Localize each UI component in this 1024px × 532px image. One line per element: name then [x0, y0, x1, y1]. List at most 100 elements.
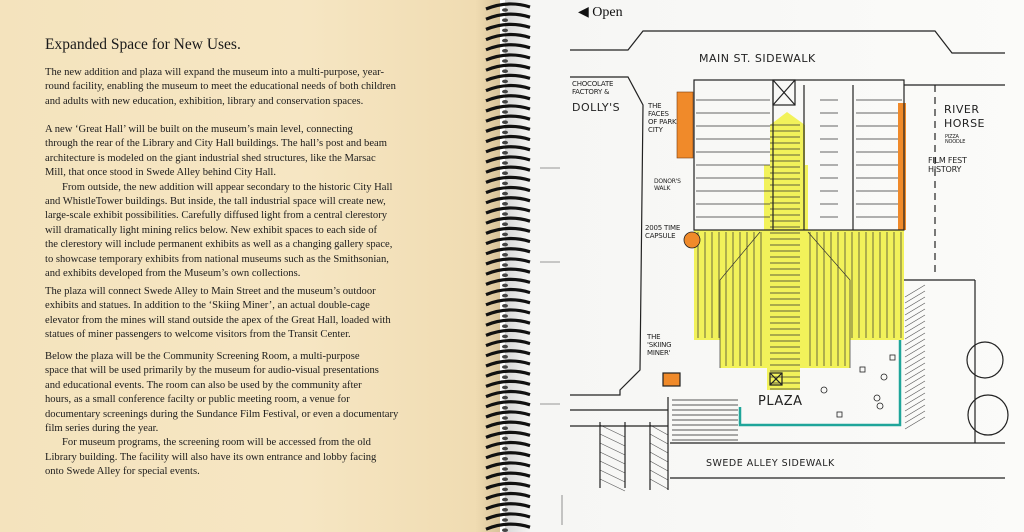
spiral-coil — [485, 451, 531, 460]
text-line: space that will be used primarily by the… — [45, 365, 379, 377]
spiral-coil — [485, 379, 531, 388]
text-line: and educational events. The room can als… — [45, 379, 362, 391]
text-line: Below the plaza will be the Community Sc… — [45, 351, 360, 362]
binding-hole — [502, 191, 508, 196]
spiral-coil — [485, 502, 531, 511]
binding-hole — [502, 28, 508, 33]
text-line: will dramatically light mining relics be… — [45, 224, 378, 236]
paragraph-intro: The new addition and plaza will expand t… — [45, 66, 396, 109]
binding-hole — [502, 38, 508, 43]
binding-hole — [502, 324, 508, 329]
binding-hole — [502, 263, 508, 267]
binding-hole — [502, 406, 508, 410]
spiral-coil — [485, 410, 531, 419]
spiral-coil — [485, 369, 531, 378]
margin-marks — [540, 167, 563, 525]
binding-hole — [502, 140, 508, 145]
spiral-coil — [485, 104, 531, 113]
text-line: architecture is modeled on the giant ind… — [45, 152, 376, 164]
text-line: and exhibits developed from the Museum’s… — [45, 268, 301, 280]
text-line: documentary screenings during the Sundan… — [45, 408, 399, 420]
time-capsule — [683, 231, 701, 249]
binding-hole — [502, 314, 508, 318]
text-line: the clerestory will include permanent ex… — [45, 239, 393, 251]
text-line: and WhistleTower buildings. But inside, … — [45, 196, 386, 208]
binding-hole — [502, 120, 508, 124]
binding-hole — [502, 8, 508, 12]
text-line: to showcase temporary exhibits from nati… — [45, 253, 389, 265]
text-line: onto Swede Alley for special events. — [45, 466, 200, 478]
binding-hole — [502, 59, 508, 63]
text-line: A new ‘Great Hall’ will be built on the … — [45, 124, 353, 135]
spiral-coil — [485, 216, 531, 225]
spiral-coil — [485, 359, 531, 368]
spiral-coil — [485, 318, 531, 327]
plaza-tables — [820, 354, 896, 418]
spiral-coil — [485, 298, 531, 307]
binding-hole — [502, 273, 508, 278]
binding-hole — [502, 283, 508, 288]
text-line: round facility, enabling the museum to m… — [45, 81, 396, 93]
spiral-coil — [485, 226, 531, 235]
binding-hole — [502, 79, 508, 84]
binding-hole — [502, 395, 508, 400]
binding-hole — [502, 171, 508, 175]
label-skiing-miner: The 'Skiing Miner' — [647, 333, 672, 357]
spiral-coil — [485, 236, 531, 246]
binding-hole — [502, 69, 508, 73]
label-time-capsule: 2005 Time Capsule — [645, 224, 681, 240]
binding-hole — [502, 293, 508, 298]
binding-hole — [502, 355, 508, 359]
spiral-coil — [485, 84, 531, 93]
binding-hole — [502, 436, 508, 441]
text-line: statues of miner passengers to welcome v… — [45, 329, 351, 341]
spiral-coil — [485, 12, 531, 21]
plaza-railing — [738, 340, 902, 427]
binding-hole — [502, 457, 508, 461]
text-line: The plaza will connect Swede Alley to Ma… — [45, 286, 376, 297]
binding-hole — [502, 508, 508, 512]
text-line: and adults with new education, exhibitio… — [45, 95, 364, 107]
spiral-coil — [485, 124, 531, 133]
binding-hole — [502, 304, 508, 308]
building-walls — [570, 76, 1005, 443]
text-line: exhibits and statues. In addition to the… — [45, 300, 370, 312]
spiral-coil — [485, 471, 531, 480]
spiral-coil — [485, 247, 531, 256]
binding-hole — [502, 497, 508, 502]
spiral-coil — [485, 481, 531, 490]
binding-hole — [502, 344, 508, 349]
binding-hole — [502, 487, 508, 492]
spiral-coil — [485, 389, 531, 399]
label-donors-walk: Donor's Walk — [654, 178, 681, 192]
spiral-binding — [485, 2, 531, 532]
spiral-coil — [485, 461, 531, 470]
spiral-coil — [485, 94, 531, 103]
label-pizza-noodle: Pizza Noodle — [945, 134, 966, 145]
spiral-coil — [485, 185, 531, 195]
text-line: through the rear of the Library and City… — [45, 138, 387, 150]
spiral-coil — [485, 43, 531, 52]
binding-hole — [502, 49, 508, 53]
binding-hole — [502, 365, 508, 369]
page-title: Expanded Space for New Uses. — [45, 36, 241, 53]
binding-hole — [502, 242, 508, 247]
great-hall-lines — [696, 99, 902, 390]
binding-hole — [502, 334, 508, 339]
paragraph-plaza: The plaza will connect Swede Alley to Ma… — [45, 285, 391, 343]
binding-hole — [502, 110, 508, 114]
binding-hole — [502, 232, 508, 237]
text-line: elevator from the mines will stand outsi… — [45, 314, 391, 326]
open-tab-label[interactable]: ◀ Open — [578, 5, 623, 20]
binding-hole — [502, 518, 508, 522]
binding-hole — [502, 222, 508, 226]
label-dollys: Dolly's — [572, 101, 621, 114]
text-line: The new addition and plaza will expand t… — [45, 67, 384, 78]
spiral-coil — [485, 63, 531, 72]
swede-alley — [570, 341, 1009, 490]
spiral-coil — [485, 33, 531, 42]
film-fest-wall — [898, 103, 906, 230]
spiral-coil — [485, 430, 531, 439]
paragraph-great-hall: A new ‘Great Hall’ will be built on the … — [45, 123, 392, 281]
